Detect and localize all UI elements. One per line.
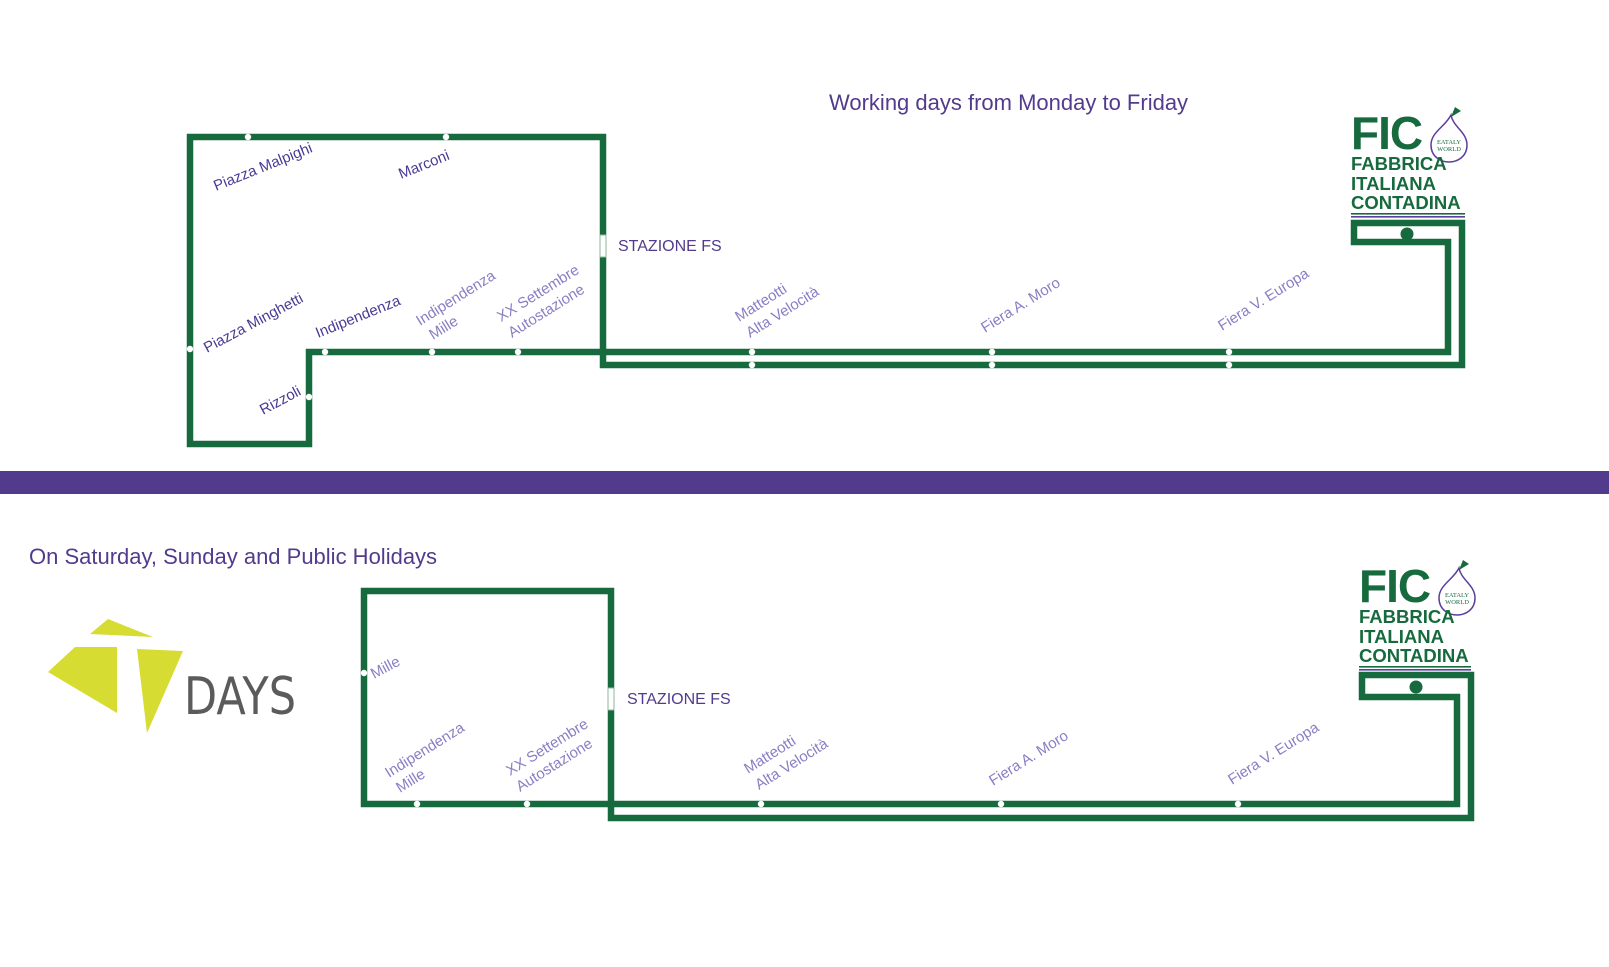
label-piazza-minghetti: Piazza Minghetti — [201, 290, 306, 357]
stop-matteotti-return[interactable] — [748, 361, 756, 369]
fig-icon: EATALY WORLD — [1438, 560, 1476, 616]
stazione-fs-label: STAZIONE FS — [618, 238, 722, 255]
stop-xx-settembre[interactable] — [514, 348, 522, 356]
eataly-badge-2: WORLD — [1445, 599, 1469, 606]
holiday-stop-xx-settembre[interactable] — [523, 800, 531, 808]
stop-fiera-moro-return[interactable] — [988, 361, 996, 369]
fic-terminal-dot-weekday[interactable] — [1400, 227, 1414, 241]
holiday-label-fiera-europa: Fiera V. Europa — [1225, 719, 1322, 789]
stop-marconi[interactable] — [442, 133, 450, 141]
stop-indipendenza-mille[interactable] — [428, 348, 436, 356]
tdays-logo-shape-top — [90, 619, 153, 637]
tdays-logo-shape-right — [137, 649, 183, 733]
holiday-label-indipendenza-mille-1: Indipendenza — [382, 719, 468, 782]
stop-fiera-europa[interactable] — [1225, 348, 1233, 356]
fic-logo-text: FIC — [1351, 107, 1422, 159]
holiday-stazione-fs-marker[interactable] — [607, 687, 615, 711]
fic-logo-holiday: FIC EATALY WORLD FABBRICA ITALIANA CONTA… — [1359, 560, 1476, 671]
tdays-logo: DAYS — [48, 619, 296, 733]
holiday-section: On Saturday, Sunday and Public Holidays … — [29, 544, 1475, 822]
holiday-stop-matteotti[interactable] — [757, 800, 765, 808]
fig-icon: EATALY WORLD — [1430, 107, 1468, 163]
fic-logo-line1: FABBRICA — [1351, 153, 1447, 174]
tdays-logo-shape-left — [48, 647, 117, 713]
stop-fiera-moro[interactable] — [988, 348, 996, 356]
holiday-stazione-fs-label: STAZIONE FS — [627, 691, 731, 708]
fic-logo-line2: ITALIANA — [1359, 626, 1444, 647]
fic-stripe-purple — [1359, 669, 1471, 671]
label-fiera-europa: Fiera V. Europa — [1215, 265, 1312, 335]
label-piazza-malpighi: Piazza Malpighi — [211, 140, 315, 195]
holiday-heading: On Saturday, Sunday and Public Holidays — [29, 544, 437, 569]
label-indipendenza: Indipendenza — [313, 292, 403, 342]
weekday-route-line-to-fic — [599, 219, 1466, 369]
holiday-stop-mille[interactable] — [360, 669, 368, 677]
fic-logo-line3: CONTADINA — [1351, 192, 1461, 213]
holiday-route-line-to-fic — [607, 671, 1475, 822]
label-fiera-moro: Fiera A. Moro — [978, 274, 1063, 336]
stop-piazza-minghetti[interactable] — [186, 345, 194, 353]
holiday-stop-fiera-europa[interactable] — [1234, 800, 1242, 808]
weekday-heading: Working days from Monday to Friday — [829, 90, 1188, 115]
section-divider-band — [0, 471, 1609, 494]
fic-stripe-purple — [1351, 216, 1465, 218]
fic-logo-text: FIC — [1359, 560, 1430, 612]
stop-rizzoli[interactable] — [305, 393, 313, 401]
fic-stripe-green — [1351, 213, 1465, 215]
tdays-logo-text: DAYS — [184, 667, 296, 727]
holiday-route-line — [360, 587, 615, 808]
fic-logo-weekday: FIC EATALY WORLD FABBRICA ITALIANA CONTA… — [1351, 107, 1468, 218]
fic-terminal-dot-holiday[interactable] — [1409, 680, 1423, 694]
stop-fiera-europa-return[interactable] — [1225, 361, 1233, 369]
stop-piazza-malpighi[interactable] — [244, 133, 252, 141]
fic-stripe-green — [1359, 666, 1471, 668]
fic-logo-line2: ITALIANA — [1351, 173, 1436, 194]
holiday-label-fiera-moro: Fiera A. Moro — [986, 727, 1071, 789]
eataly-badge-1: EATALY — [1445, 592, 1469, 599]
fic-logo-line3: CONTADINA — [1359, 645, 1469, 666]
eataly-badge-1: EATALY — [1437, 139, 1461, 146]
eataly-badge-2: WORLD — [1437, 146, 1461, 153]
holiday-label-mille: Mille — [368, 653, 403, 682]
holiday-stop-fiera-moro[interactable] — [997, 800, 1005, 808]
label-marconi: Marconi — [396, 147, 452, 183]
weekday-section: Working days from Monday to Friday STAZI… — [186, 90, 1466, 448]
holiday-stop-indipendenza-mille[interactable] — [413, 800, 421, 808]
stop-indipendenza[interactable] — [321, 348, 329, 356]
stop-matteotti[interactable] — [748, 348, 756, 356]
label-rizzoli: Rizzoli — [257, 383, 304, 419]
stazione-fs-marker[interactable] — [599, 234, 607, 258]
fic-logo-line1: FABBRICA — [1359, 606, 1455, 627]
